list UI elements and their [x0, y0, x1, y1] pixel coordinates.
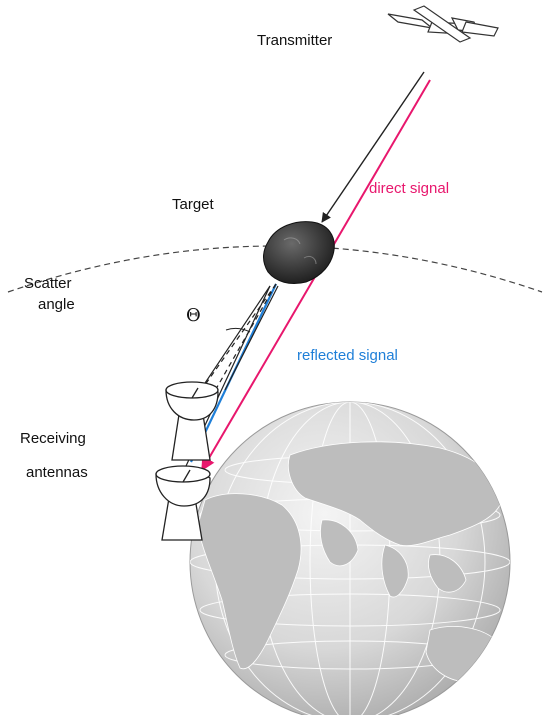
scatter-rays [185, 283, 279, 467]
transmitter-label: Transmitter [257, 32, 333, 49]
reflected-signal-label: reflected signal [297, 347, 398, 364]
satellite-icon [387, 5, 499, 43]
receiving-antennas-label-line1: Receiving [20, 430, 86, 447]
scatter-angle-arc [225, 327, 251, 333]
scatter-angle-label-line2: angle [38, 296, 75, 313]
earth-globe [189, 401, 511, 720]
dish-antenna-icon [155, 465, 211, 541]
receiving-antennas-label-line2: antennas [26, 464, 88, 481]
asteroid-icon [263, 221, 335, 285]
direct-signal-label: direct signal [369, 180, 450, 197]
incident-ray [321, 71, 425, 223]
target-label: Target [172, 196, 214, 213]
scatter-angle-label-line1: Scatter [24, 275, 72, 292]
dish-antenna-icon [165, 381, 219, 461]
theta-symbol: Θ [186, 305, 201, 326]
